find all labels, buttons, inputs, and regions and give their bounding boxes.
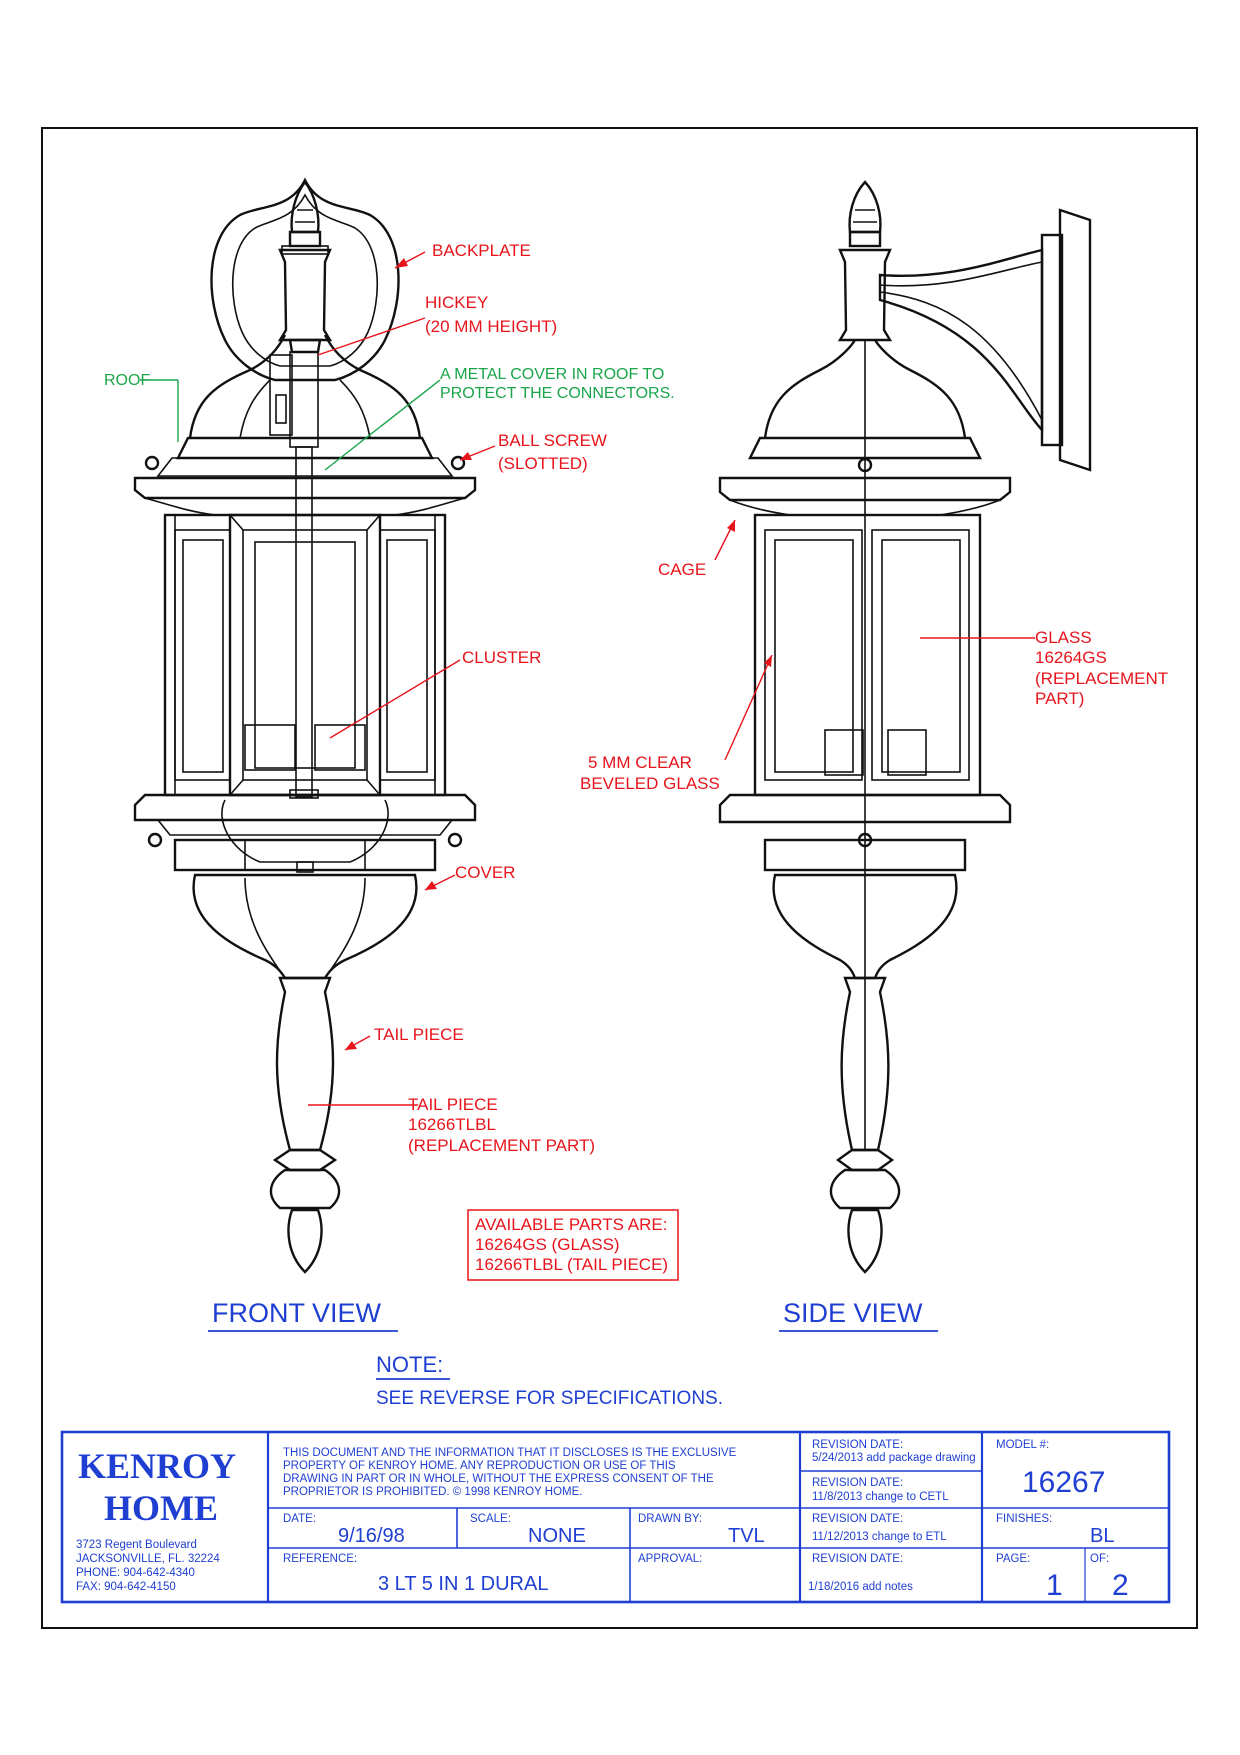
model-value: 16267	[1022, 1466, 1105, 1499]
company-name-line1: KENROY	[78, 1446, 236, 1486]
revision-value-3: 11/12/2013 change to ETL	[812, 1531, 947, 1543]
address-line1: 3723 Regent Boulevard	[76, 1539, 197, 1551]
scale-label: SCALE:	[470, 1513, 511, 1525]
revision-label-4: REVISION DATE:	[812, 1553, 903, 1565]
revision-value-2: 11/8/2013 change to CETL	[812, 1491, 949, 1503]
side-view-lantern	[718, 180, 1092, 1274]
finishes-label: FINISHES:	[996, 1513, 1052, 1525]
label-roof: ROOF	[104, 372, 150, 389]
label-hickey-height: (20 MM HEIGHT)	[425, 317, 557, 336]
drawn-by-label: DRAWN BY:	[638, 1513, 702, 1525]
label-cage: CAGE	[658, 560, 706, 579]
title-block	[60, 1430, 1171, 1604]
label-tail-piece: TAIL PIECE	[374, 1025, 464, 1044]
front-view-lantern	[133, 177, 477, 1274]
company-name-line2: HOME	[104, 1488, 218, 1528]
label-beveled-1: 5 MM CLEAR	[588, 753, 692, 772]
label-cluster: CLUSTER	[462, 648, 541, 667]
reference-label: REFERENCE:	[283, 1553, 357, 1565]
page-value: 1	[1046, 1569, 1063, 1602]
disclaimer-line4: PROPRIETOR IS PROHIBITED. © 1998 KENROY …	[283, 1486, 582, 1498]
available-parts-box	[467, 1209, 679, 1281]
revision-label-3: REVISION DATE:	[812, 1513, 903, 1525]
reference-value: 3 LT 5 IN 1 DURAL	[378, 1573, 548, 1595]
sheet-border	[41, 127, 1198, 1629]
label-cover: COVER	[455, 863, 515, 882]
label-hickey: HICKEY	[425, 293, 488, 312]
label-ball-screw-note: (SLOTTED)	[498, 454, 588, 473]
label-metal-cover-2: PROTECT THE CONNECTORS.	[440, 385, 675, 402]
label-glass-replacement-1: (REPLACEMENT	[1035, 669, 1168, 688]
label-glass-replacement-2: PART)	[1035, 689, 1084, 708]
note-text: SEE REVERSE FOR SPECIFICATIONS.	[376, 1388, 723, 1409]
revision-value-1: 5/24/2013 add package drawing	[812, 1452, 976, 1464]
callout-leaders	[140, 251, 1035, 1106]
date-value: 9/16/98	[338, 1525, 405, 1547]
label-beveled-2: BEVELED GLASS	[580, 774, 720, 793]
parts-box-line2: 16264GS (GLASS)	[475, 1235, 620, 1254]
revision-value-4: 1/18/2016 add notes	[808, 1581, 913, 1593]
finishes-value: BL	[1090, 1525, 1114, 1547]
parts-box-line1: AVAILABLE PARTS ARE:	[475, 1215, 667, 1234]
front-view-title: FRONT VIEW	[212, 1298, 382, 1328]
note-heading: NOTE:	[376, 1352, 443, 1377]
page-label: PAGE:	[996, 1553, 1030, 1565]
label-metal-cover-1: A METAL COVER IN ROOF TO	[440, 366, 664, 383]
label-tail-piece-part: 16266TLBL	[408, 1115, 496, 1134]
of-value: 2	[1112, 1569, 1129, 1602]
label-glass-part: 16264GS	[1035, 648, 1107, 667]
disclaimer-line1: THIS DOCUMENT AND THE INFORMATION THAT I…	[283, 1447, 737, 1459]
label-ball-screw: BALL SCREW	[498, 431, 607, 450]
scale-value: NONE	[528, 1525, 586, 1547]
label-tail-piece-2: TAIL PIECE	[408, 1095, 498, 1114]
fax: FAX: 904-642-4150	[76, 1581, 176, 1593]
date-label: DATE:	[283, 1513, 316, 1525]
disclaimer-line3: DRAWING IN PART OR IN WHOLE, WITHOUT THE…	[283, 1473, 714, 1485]
label-backplate: BACKPLATE	[432, 241, 531, 260]
parts-box-line3: 16266TLBL (TAIL PIECE)	[475, 1255, 668, 1274]
label-tail-piece-replacement: (REPLACEMENT PART)	[408, 1136, 595, 1155]
drawn-by-value: TVL	[728, 1525, 765, 1547]
approval-label: APPROVAL:	[638, 1553, 702, 1565]
revision-label-2: REVISION DATE:	[812, 1477, 903, 1489]
revision-label-1: REVISION DATE:	[812, 1439, 903, 1451]
phone: PHONE: 904-642-4340	[76, 1567, 195, 1579]
label-glass: GLASS	[1035, 628, 1092, 647]
model-label: MODEL #:	[996, 1439, 1049, 1451]
side-view-title: SIDE VIEW	[783, 1298, 923, 1328]
of-label: OF:	[1090, 1553, 1109, 1565]
address-line2: JACKSONVILLE, FL. 32224	[76, 1553, 220, 1565]
disclaimer-line2: PROPERTY OF KENROY HOME. ANY REPRODUCTIO…	[283, 1460, 676, 1472]
